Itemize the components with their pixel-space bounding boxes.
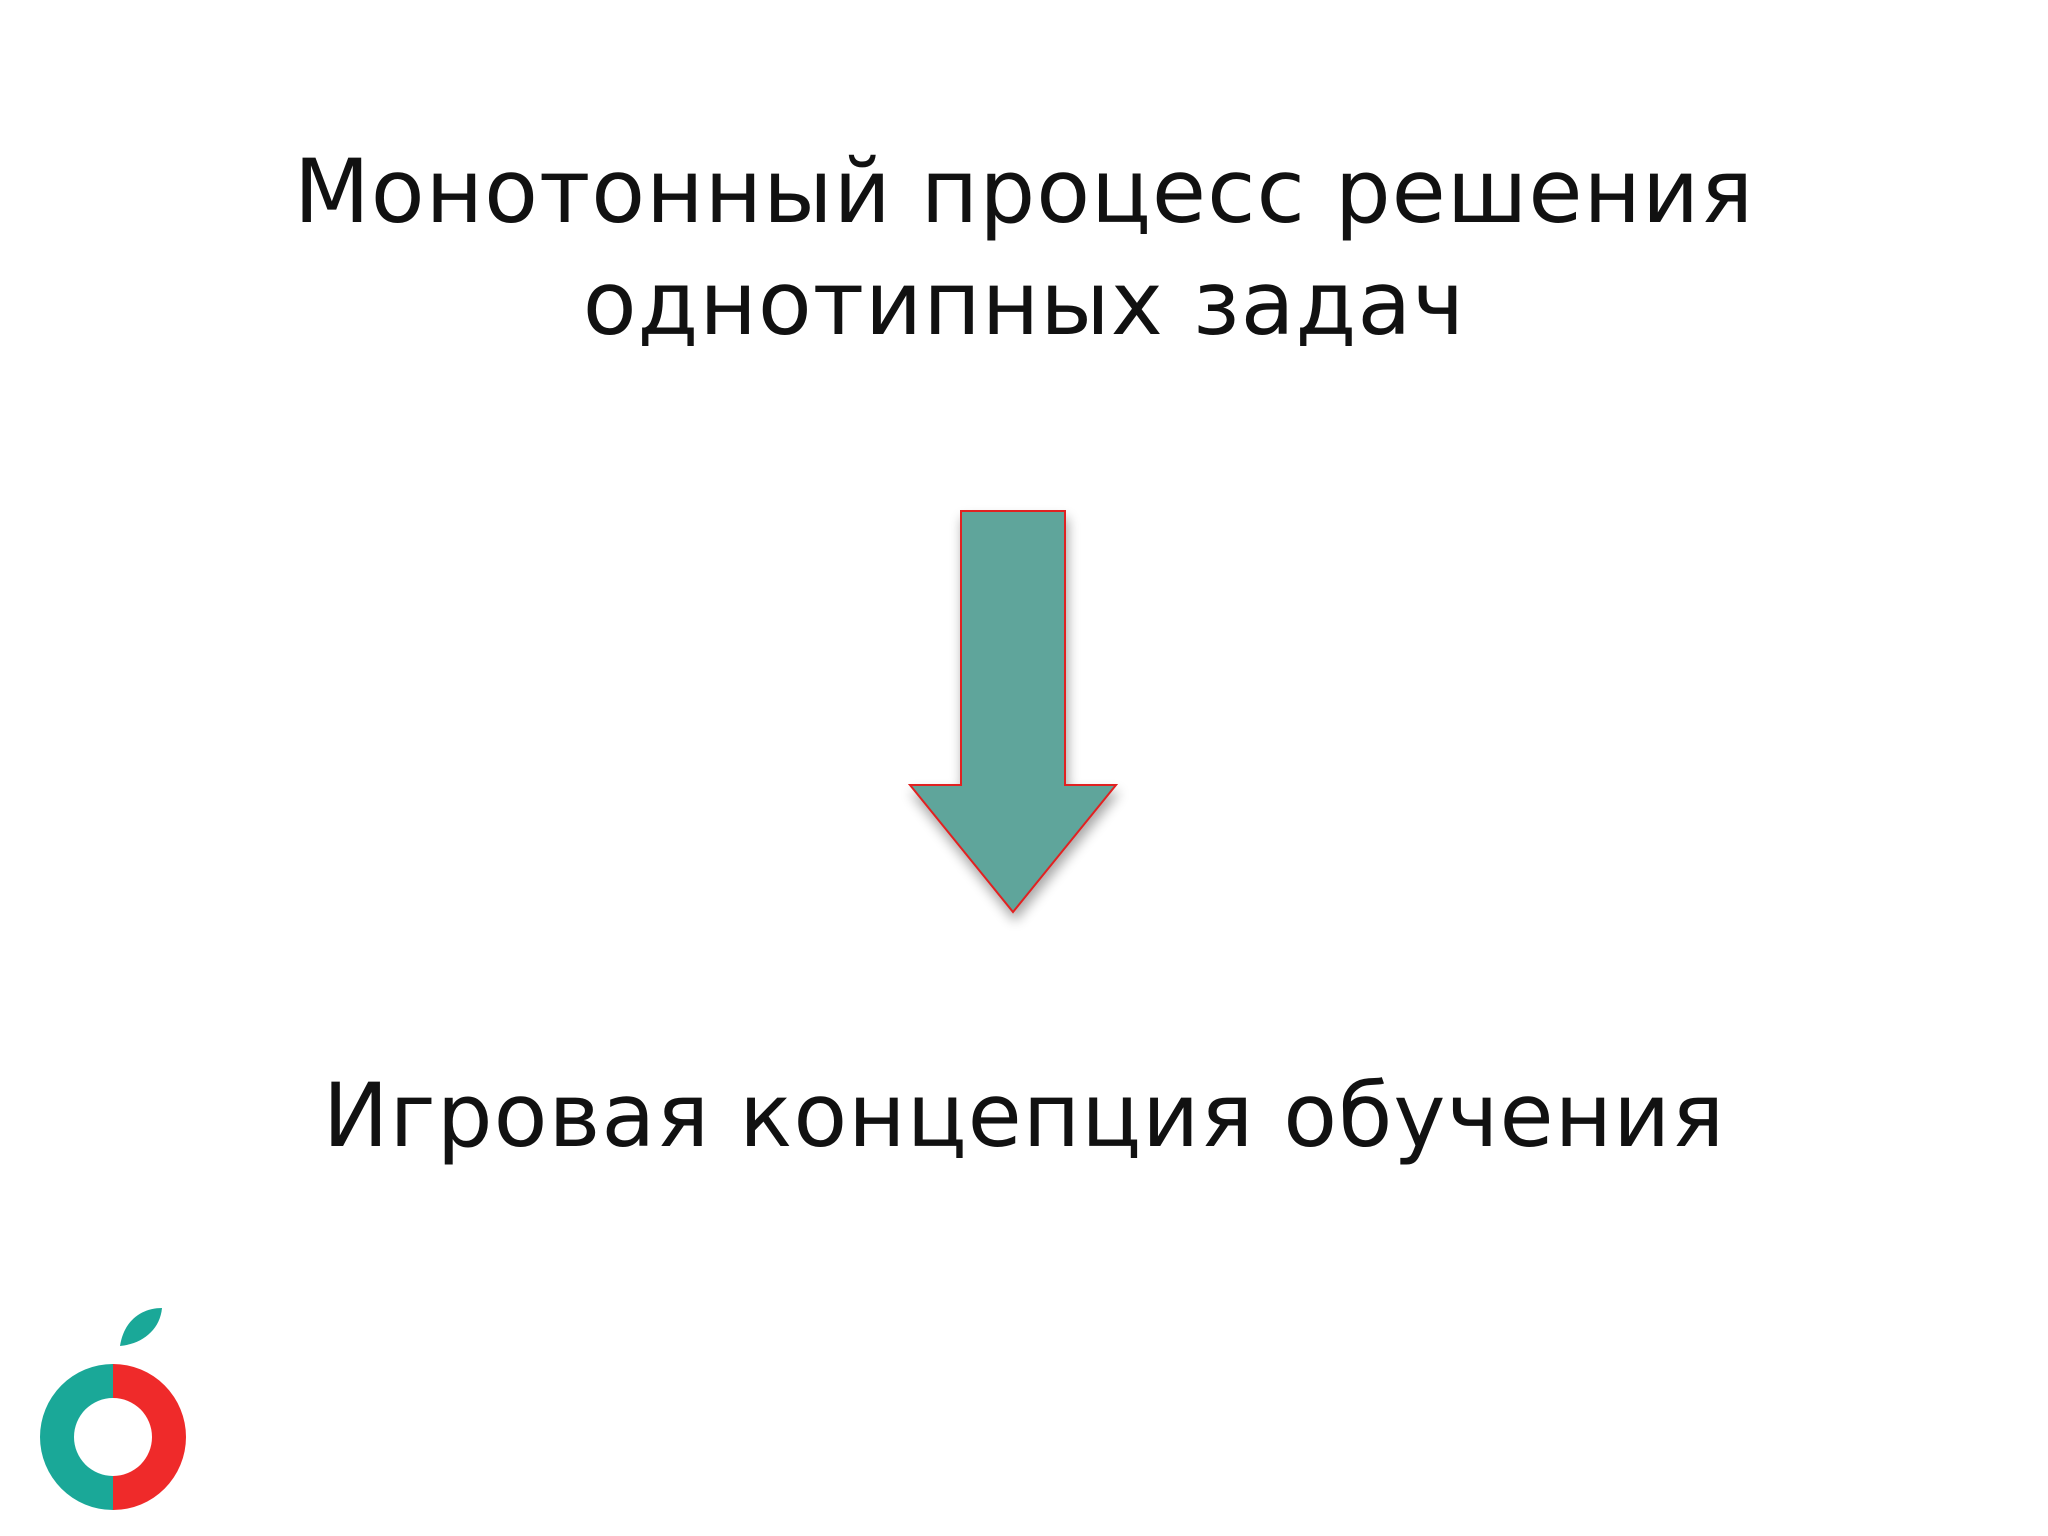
slide-title: Монотонный процесс решения однотипных за…	[224, 136, 1824, 360]
down-arrow-icon	[900, 500, 1150, 940]
arrow-shape	[907, 510, 1119, 914]
title-line-2: однотипных задач	[582, 252, 1466, 355]
title-line-1: Монотонный процесс решения	[293, 140, 1755, 243]
conclusion-text: Игровая концепция обучения	[322, 1064, 1726, 1167]
apple-logo-icon	[38, 1300, 198, 1520]
